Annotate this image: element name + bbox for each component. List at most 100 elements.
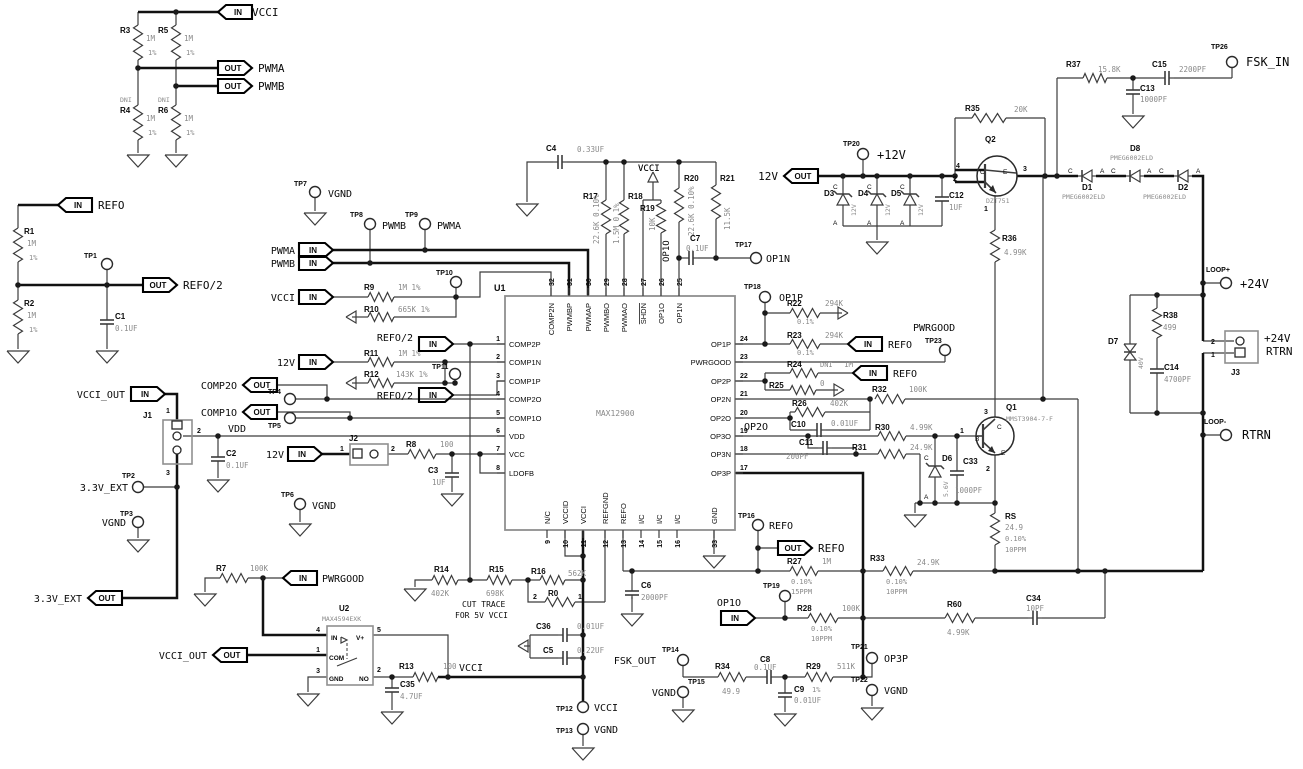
testpoint-name: TP17 [735, 242, 752, 249]
component-value: 100K [250, 564, 269, 573]
pin-number: 30 [586, 278, 593, 286]
connector-body [349, 443, 389, 466]
component-tolerance: 10PPM [886, 588, 907, 596]
resistor-symbol [989, 229, 1001, 263]
grounds [6, 115, 1146, 761]
flag-direction: IN [298, 450, 306, 459]
component-value: 1UF [949, 203, 963, 212]
text-label: +24V [1240, 277, 1269, 291]
component-ref: R14 [434, 565, 449, 574]
text-label: CUT TRACE [462, 600, 506, 609]
testpoint-tp4: TP4 [268, 389, 297, 406]
pin-number: 6 [496, 428, 500, 435]
junction-dot [917, 500, 923, 506]
net-arrow-icon [837, 305, 849, 321]
component-ref: D5 [891, 189, 902, 198]
component-value: 20K [1014, 105, 1028, 114]
junction-dot [442, 359, 448, 365]
pin-name: OP1N [675, 303, 684, 323]
flag-direction: OUT [254, 408, 271, 417]
ground-symbol [773, 713, 798, 727]
component-tolerance: 1% [186, 49, 195, 57]
cathode-letter: C [1159, 168, 1164, 175]
component-ref: R0 [548, 589, 559, 598]
component-value: 1M [184, 34, 194, 43]
flag-shape [851, 364, 889, 382]
wire-segment [527, 580, 545, 603]
pin-name: SHDN [639, 303, 648, 324]
component-ref: R37 [1066, 60, 1081, 69]
pin-name: VCCI [579, 506, 588, 524]
pin-name: REFO [619, 503, 628, 524]
cathode-letter: C [867, 184, 872, 191]
diode-triangle [1129, 168, 1141, 184]
resistor-symbol [804, 671, 834, 683]
component-part: MAX4594EXK [322, 615, 361, 623]
resistor-symbol [971, 112, 1007, 124]
flag-direction: IN [299, 574, 307, 583]
component-ref: J3 [1231, 368, 1240, 377]
net-arrow-icon [345, 309, 357, 325]
component-value: 1000PF [1140, 95, 1168, 104]
flag-shape [241, 376, 279, 394]
pin-name: PWMAP [584, 303, 593, 331]
resistor-symbol [877, 430, 907, 442]
text-label: VGND [328, 189, 352, 200]
testpoint-name: TP13 [556, 728, 573, 735]
component-tolerance: 10PPM [811, 635, 832, 643]
net-label: PWRGOOD [322, 574, 364, 585]
component-ref: C1 [115, 312, 126, 321]
resistor-symbol [12, 227, 24, 263]
testpoint-tp17: TP17 [735, 242, 763, 265]
junction-dot [452, 380, 458, 386]
component-ref: R30 [875, 423, 890, 432]
pin-square [1234, 347, 1246, 358]
ground-symbol [126, 539, 151, 553]
ground-symbol [671, 709, 696, 723]
flag-direction: IN [141, 390, 149, 399]
wire-segment-bold [735, 471, 865, 677]
junction-dot [580, 553, 586, 559]
component-ref: D3 [824, 189, 835, 198]
net-label: VCCI_OUT [159, 651, 207, 662]
testpoint-name: TP7 [294, 181, 307, 188]
text-label: DNI [158, 96, 170, 104]
resistor-symbol [544, 596, 576, 608]
junction-dot [104, 282, 110, 288]
junction-dot [389, 674, 395, 680]
flag-direction: OUT [224, 651, 241, 660]
pin-number: 27 [641, 278, 648, 286]
testpoint-name: TP6 [281, 492, 294, 499]
text-label: VCCI [459, 663, 483, 674]
net-label: COMP1O [201, 408, 237, 419]
cathode-letter: C [833, 184, 838, 191]
testpoint-name: TP18 [744, 284, 761, 291]
terminal-letter: B [975, 436, 979, 443]
cathode-letter: C [924, 455, 929, 462]
component-tolerance: 1% [29, 326, 38, 334]
testpoint-circle [283, 392, 297, 406]
resistor-symbol [789, 367, 819, 379]
component-value: 1M [184, 114, 194, 123]
diode-triangle [902, 193, 918, 206]
pin-number: 2 [1211, 339, 1215, 346]
pin-number: 16 [675, 540, 682, 548]
component-value: 1M [146, 34, 156, 43]
text-label: VGND [652, 688, 676, 699]
ground-symbol [193, 593, 218, 607]
resistor-symbol [874, 393, 906, 405]
text-label: VDD [228, 424, 246, 435]
testpoint-name: TP10 [436, 270, 453, 277]
